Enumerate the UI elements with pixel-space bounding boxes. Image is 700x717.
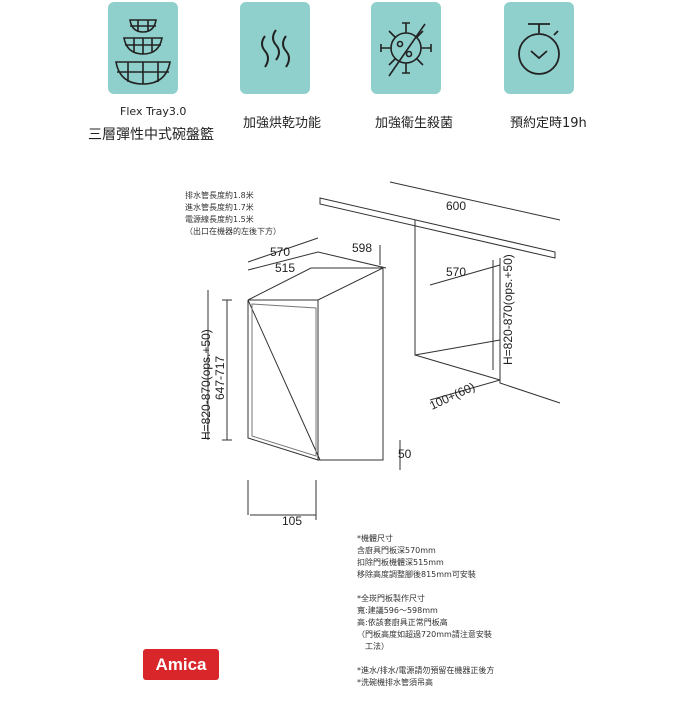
no-bacteria-icon	[371, 2, 441, 94]
dim-647: 647-717	[213, 356, 227, 400]
note: （門板高度如超過720mm請注意安裝	[357, 630, 492, 639]
hose-notes: 排水管長度約1.8米 進水管長度約1.7米 電源線長度約1.5米 （出口在機器的…	[185, 190, 281, 238]
spec-notes: *機體尺寸 含廚具門板深570mm 扣除門板機體深515mm 移除高度調整腳後8…	[357, 533, 494, 689]
note: 工法）	[357, 642, 389, 651]
note: *進水/排水/電源請勿預留在機器正後方	[357, 666, 495, 675]
basket-icon	[108, 2, 178, 94]
note: 扣除門板機體深515mm	[357, 558, 444, 567]
note: 高:依該套廚具正常門板高	[357, 618, 448, 627]
dim-50: 50	[398, 447, 412, 461]
feature-label-3: 加強衛生殺菌	[375, 116, 454, 131]
note: 含廚具門板深570mm	[357, 546, 436, 555]
dim-100: 100+(60)	[427, 380, 477, 413]
dim-height-left: H=820-870(ops.+50)	[199, 329, 213, 440]
heat-waves-icon	[240, 2, 310, 94]
note: *全崁門板製作尺寸	[357, 594, 425, 603]
stopwatch-icon	[504, 2, 574, 94]
dim-570: 570	[270, 245, 290, 259]
dim-598: 598	[352, 241, 372, 255]
dim-600: 600	[446, 199, 466, 213]
dim-570-side: 570	[446, 265, 466, 279]
note: 移除高度調整腳後815mm可安裝	[357, 570, 476, 579]
dim-height-right: H=820-870(ops.+50)	[501, 254, 515, 365]
note: *洗碗機排水管須吊高	[357, 678, 433, 687]
feature-label-2: 加強烘乾功能	[243, 116, 322, 131]
feature-label-1b: 三層彈性中式碗盤籃	[88, 127, 214, 143]
dim-515: 515	[275, 261, 295, 275]
brand-logo: Amica	[143, 649, 219, 680]
dim-105: 105	[282, 514, 302, 528]
feature-label-1: Flex Tray3.0	[120, 105, 187, 118]
note: *機體尺寸	[357, 534, 393, 543]
note: 電源線長度約1.5米	[185, 215, 254, 224]
feature-label-4: 預約定時19h	[510, 116, 587, 131]
note: 排水管長度約1.8米	[185, 191, 254, 200]
note: 寬:建議596～598mm	[357, 606, 438, 615]
note: （出口在機器的左後下方）	[185, 227, 281, 236]
note: 進水管長度約1.7米	[185, 203, 254, 212]
